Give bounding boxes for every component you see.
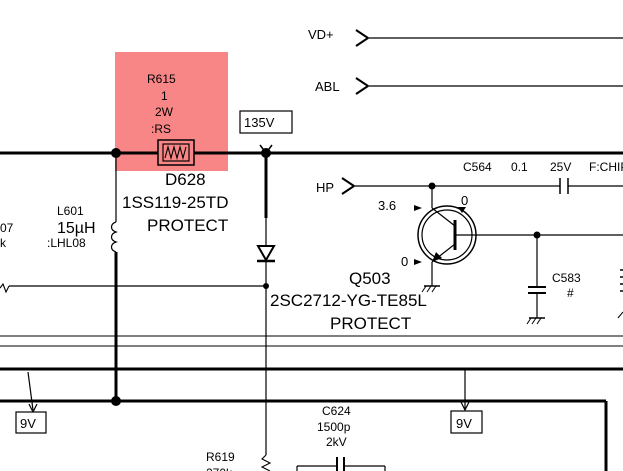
c624-voltage: 2kV (326, 435, 347, 449)
q503-transistor (417, 186, 623, 293)
c624-capacitor (296, 457, 386, 471)
hp-label: HP (316, 180, 334, 195)
q503-name: Q503 (349, 269, 391, 288)
q503-role: PROTECT (330, 314, 411, 333)
q503-emitter-marker (414, 259, 422, 265)
r615-power: 2W (155, 105, 174, 119)
d628-diode (256, 245, 276, 263)
right-edge-component (617, 269, 623, 319)
c564-voltage: 25V (550, 160, 571, 174)
d628-role: PROTECT (147, 216, 228, 235)
vd-plus-label: VD+ (308, 27, 334, 42)
left-ref-tail: 07 (0, 221, 14, 235)
abl-rail (355, 77, 623, 95)
c583-mark: # (567, 286, 574, 300)
r615-value: 1 (161, 89, 168, 103)
q503-v-base: 3.6 (378, 198, 396, 213)
l601-name: L601 (57, 204, 84, 218)
v9-left-label: 9V (20, 416, 36, 431)
d628-part: 1SS119-25TD (122, 193, 228, 212)
r619-resistor (260, 454, 272, 471)
c564-value: 0.1 (511, 160, 528, 174)
r615-resistor (157, 139, 195, 166)
q503-base-marker (414, 205, 422, 211)
junction-dot (111, 396, 121, 406)
d628-name: D628 (165, 170, 206, 189)
hp-rail (341, 177, 623, 195)
r619-value: 270k (206, 466, 233, 471)
l601-part: :LHL08 (47, 236, 86, 250)
left-resistor-tail (0, 282, 10, 294)
q503-v-collector: 0 (461, 193, 468, 208)
c564-name: C564 (463, 160, 492, 174)
c564-type: F:CHIP (589, 160, 623, 174)
vd-plus-rail (355, 29, 623, 47)
r615-type: :RS (151, 122, 171, 136)
c624-name: C624 (322, 404, 351, 418)
c583-name: C583 (552, 271, 581, 285)
left-value-tail: k (0, 236, 7, 250)
q503-part: 2SC2712-YG-TE85L (270, 291, 427, 310)
l601-coil (110, 221, 118, 253)
v135-label: 135V (244, 115, 275, 130)
v135-label-box (239, 110, 293, 134)
v9-left-box (15, 411, 47, 434)
q503-collector-marker (458, 207, 466, 213)
abl-label: ABL (315, 79, 340, 94)
r619-name: R619 (206, 450, 235, 464)
v9-right-label: 9V (456, 416, 472, 431)
r615-name: R615 (147, 72, 176, 86)
q503-v-emitter: 0 (401, 254, 408, 269)
c624-value: 1500p (317, 420, 351, 434)
v9-right-box (450, 410, 483, 434)
l601-value: 15µH (57, 220, 96, 237)
c583-capacitor (526, 231, 546, 325)
